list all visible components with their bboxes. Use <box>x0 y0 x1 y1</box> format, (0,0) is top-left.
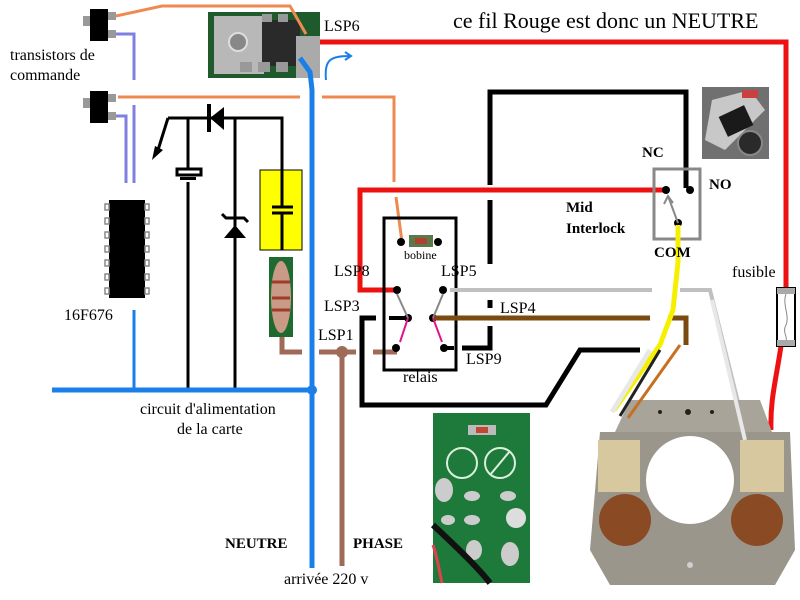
red-wire <box>320 39 789 431</box>
lsp1-label: LSP1 <box>318 327 354 344</box>
capacitor-icon <box>259 169 303 251</box>
no-label: NO <box>709 177 732 193</box>
neutral-junction <box>307 385 317 395</box>
pic-16f676-chip <box>104 200 150 298</box>
yellow-wire <box>611 225 681 412</box>
bobine-label: bobine <box>404 248 437 262</box>
transistor-bottom <box>83 91 116 123</box>
lsp8-label: LSP8 <box>334 263 370 280</box>
relais-label: relais <box>403 369 438 386</box>
ground-arrow-icon <box>152 146 163 160</box>
arrival-label: arrivée 220 v <box>284 571 369 588</box>
fusible-label: fusible <box>732 264 776 281</box>
lsp4-label: LSP4 <box>500 300 536 317</box>
mid-interlock-label-1: Mid <box>566 200 593 216</box>
zener-diode-icon <box>220 212 250 238</box>
brown-wire <box>434 315 689 345</box>
chip-label: 16F676 <box>64 307 113 324</box>
transistors-label: transistors de <box>10 47 95 64</box>
power-supply-circuit <box>156 116 284 390</box>
triac-module-photo <box>208 12 320 78</box>
lsp3-label: LSP3 <box>324 298 360 315</box>
electrolytic-capacitor-icon <box>175 167 203 180</box>
lsp5-label: LSP5 <box>441 263 477 280</box>
neutral-wire <box>52 51 353 568</box>
diode-icon <box>207 104 224 132</box>
phase-label: PHASE <box>353 536 404 552</box>
nc-label: NC <box>642 145 664 161</box>
fuse-icon <box>776 287 796 347</box>
mid-interlock-label-2: Interlock <box>566 221 626 237</box>
neutre-label: NEUTRE <box>225 536 288 552</box>
phase-wire <box>279 337 397 566</box>
black-wires <box>359 89 689 408</box>
commande-label: commande <box>10 67 81 84</box>
motor-stator-photo <box>590 299 795 585</box>
phase-junction <box>336 346 348 358</box>
power-circuit-label-2: de la carte <box>177 421 243 438</box>
transistor-top <box>83 9 116 41</box>
pcb-photo <box>430 413 530 585</box>
lsp6-label: LSP6 <box>324 18 360 35</box>
power-circuit-label-1: circuit d'alimentation <box>140 401 276 418</box>
relay <box>382 216 458 372</box>
lavender-wires <box>116 32 136 183</box>
interlock-photo <box>702 87 769 159</box>
diagram-title: ce fil Rouge est donc un NEUTRE <box>453 8 759 33</box>
resistor-photo <box>269 257 293 337</box>
lsp9-label: LSP9 <box>466 351 502 368</box>
com-label: COM <box>654 245 691 261</box>
